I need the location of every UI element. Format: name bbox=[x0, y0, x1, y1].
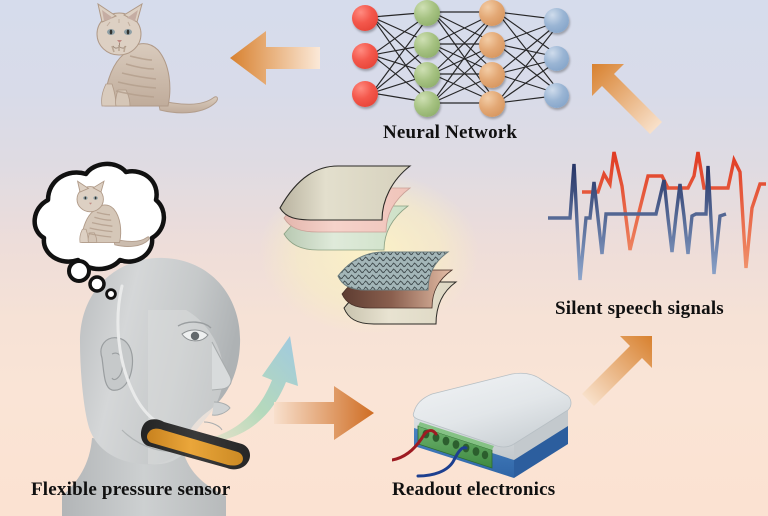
nn-node-hidden2-3 bbox=[479, 62, 505, 88]
label-flexible-pressure-sensor: Flexible pressure sensor bbox=[31, 479, 231, 500]
nn-node-hidden2-1 bbox=[479, 0, 505, 26]
device-case-right bbox=[514, 410, 568, 460]
arrow-head-to-layers bbox=[200, 336, 298, 442]
blue-wire bbox=[416, 446, 468, 478]
red-speech-trace bbox=[582, 151, 766, 269]
head-ear bbox=[100, 337, 134, 391]
cat-illustration-top bbox=[96, 2, 218, 114]
nn-node-input-2 bbox=[352, 43, 378, 69]
red-wire bbox=[392, 429, 438, 462]
nn-node-input-3 bbox=[352, 81, 378, 107]
sensor-wire bbox=[116, 284, 162, 426]
nn-node-output-2 bbox=[544, 46, 569, 71]
thought-bubble bbox=[32, 161, 166, 300]
readout-electronics-box bbox=[392, 372, 572, 478]
device-base-right bbox=[514, 422, 568, 478]
mannequin-head bbox=[62, 257, 250, 516]
device-case-top bbox=[412, 372, 572, 448]
nn-node-hidden2-4 bbox=[479, 91, 505, 117]
nn-node-hidden1-4 bbox=[414, 91, 440, 117]
thought-bubble-dot-2 bbox=[88, 275, 106, 293]
nn-node-output-1 bbox=[544, 8, 569, 33]
blue-speech-trace bbox=[548, 163, 727, 281]
arrow-electronics-to-signals bbox=[582, 336, 652, 406]
arrow-signals-to-nn bbox=[592, 64, 662, 134]
silent-speech-waveforms bbox=[548, 151, 766, 281]
arrow-nn-to-cat bbox=[230, 31, 320, 85]
arrow-sensor-to-electronics bbox=[274, 386, 374, 440]
layer-textured-active bbox=[337, 251, 450, 291]
nn-node-hidden1-2 bbox=[414, 32, 440, 58]
nn-node-hidden1-1 bbox=[414, 0, 440, 26]
nn-node-hidden1-3 bbox=[414, 62, 440, 88]
nn-node-input-1 bbox=[352, 5, 378, 31]
nn-node-hidden2-2 bbox=[479, 32, 505, 58]
head-neck bbox=[62, 438, 226, 516]
head-nose bbox=[211, 341, 232, 391]
sensor-band-stripe bbox=[147, 428, 243, 466]
thought-bubble-dot-3 bbox=[105, 288, 117, 300]
label-silent-speech-signals: Silent speech signals bbox=[555, 298, 724, 319]
thought-bubble-dot-1 bbox=[67, 259, 91, 283]
device-terminal-top bbox=[418, 422, 494, 450]
layer-top-encapsulation bbox=[279, 165, 412, 221]
label-neural-network: Neural Network bbox=[383, 122, 518, 143]
nn-node-output-3 bbox=[544, 83, 569, 108]
label-readout-electronics: Readout electronics bbox=[392, 479, 556, 500]
head-lips bbox=[211, 401, 231, 416]
cat-illustration-thought bbox=[76, 180, 150, 247]
flexible-pressure-sensor-layers bbox=[259, 165, 479, 334]
